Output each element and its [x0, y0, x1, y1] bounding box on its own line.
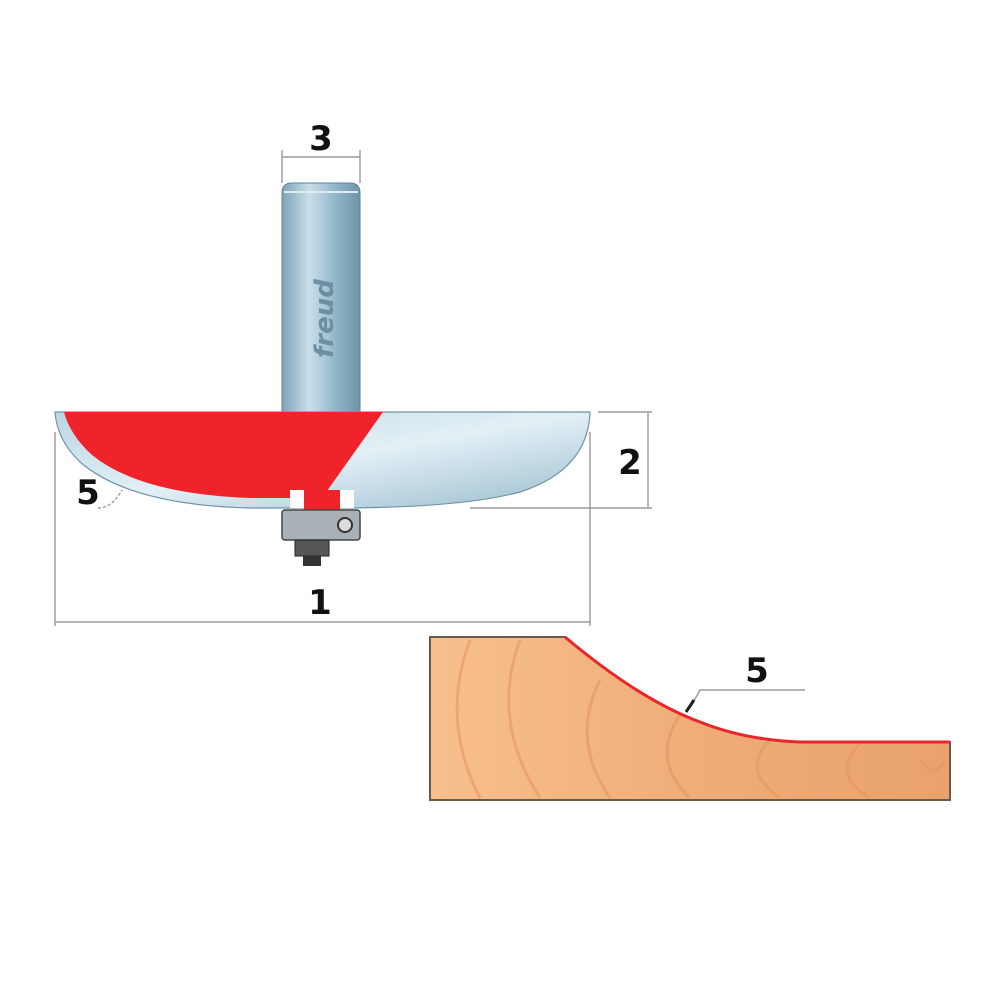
- profile-edge: [564, 635, 950, 744]
- dimension-2: 2: [470, 411, 652, 509]
- label-5-wood: 5: [745, 651, 769, 691]
- dimension-3: 3: [281, 119, 361, 183]
- bearing: [281, 509, 361, 566]
- label-1: 1: [308, 583, 332, 623]
- label-5-bit: 5: [76, 473, 100, 513]
- label-3: 3: [309, 119, 333, 159]
- dimension-5-wood: 5: [684, 651, 805, 713]
- shank: freud: [281, 182, 361, 413]
- label-2: 2: [618, 443, 642, 483]
- wood-profile: [429, 635, 951, 801]
- brand-logo: freud: [310, 279, 340, 358]
- dimension-5-bit: 5: [76, 473, 123, 513]
- carbide-cutter: [64, 412, 383, 498]
- dimension-1: 1: [54, 432, 591, 626]
- cutter-body: [54, 411, 591, 510]
